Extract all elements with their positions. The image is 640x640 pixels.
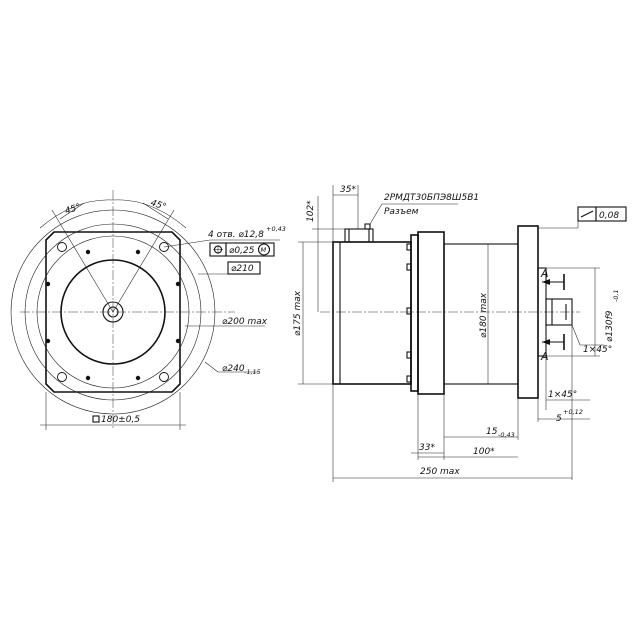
dim-33: 33* [419,443,435,453]
chamfer-bottom: 1×45° [548,390,577,400]
square-symbol [92,415,100,423]
d175-label: ⌀175 max [293,290,303,336]
outer-circle-240 [10,209,216,415]
d210-label: ⌀210 [231,264,254,274]
d200-label: ⌀200 max [222,317,268,327]
angle-ray [112,209,175,313]
position-tolerance: ⌀0,25 [229,246,255,256]
flatness-value: 0,08 [599,211,619,221]
dim-5-tolerance: +0,12 [563,408,583,416]
holes-leader [163,239,211,248]
flatness-value-box [595,206,627,222]
front-view: 45° 45° 4 отв. ⌀12,8 +0,43 ⌀0,25 M ⌀210 … [10,190,286,430]
connector-label: Разъем [384,207,419,217]
shaft-circle [102,301,124,323]
motor-body [332,241,412,385]
front-plate [417,231,445,395]
d130-tolerance: -0,1 [612,289,620,302]
plate-bolts [406,243,412,383]
mounting-hole [57,242,67,252]
dim-250: 250 max [420,467,460,477]
section-a-bottom: A [540,350,549,363]
dim-35: 35* [340,185,356,195]
d180-label: ⌀180 max [479,292,489,338]
square-label: 180±0,5 [101,415,140,425]
side-view: A A 0,08 35* 102* 2РМДТ30БПЭ8Ш5В1 Разъем… [293,185,627,482]
housing-circle [60,259,166,365]
connector [344,228,374,243]
position-tolerance-frame: ⌀0,25 M [209,242,275,257]
d210-frame [227,261,261,275]
mounting-hole [57,372,67,382]
shaft-inner-circle [107,306,119,318]
circle-200 [36,235,190,389]
fastener-points [45,249,181,381]
holes-tolerance: +0,43 [266,225,286,233]
angle-arc [39,199,187,229]
mounting-hole [159,372,169,382]
bolt-circle-210 [24,223,202,401]
d240-tolerance: -1,15 [244,368,261,376]
dim-100: 100* [473,447,495,457]
dim-5: 5 [556,414,562,424]
section-a-top: A [540,267,549,280]
holes-label: 4 отв. ⌀12,8 [208,230,264,240]
square-flange [45,231,181,393]
angle-label-right: 45° [149,198,167,212]
d240-leader [204,361,219,373]
shaft [545,298,573,326]
dim-102: 102* [306,200,316,222]
rear-flange [410,234,419,392]
dim-15-tolerance: -0,43 [498,431,515,439]
d240-label: ⌀240 [222,364,245,374]
angle-label-left: 45° [64,202,82,216]
angle-ray [51,209,114,313]
chamfer-top: 1×45° [583,345,612,355]
connector-code: 2РМДТ30БПЭ8Ш5В1 [384,193,479,203]
d130-label: ⌀130f9 [605,310,615,342]
modifier-m: M [261,246,267,254]
dim-15: 15 [486,427,498,437]
connector-leader [369,203,383,225]
